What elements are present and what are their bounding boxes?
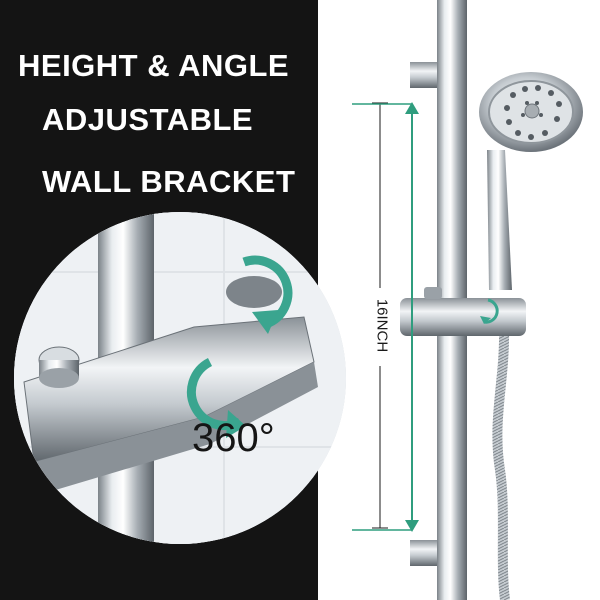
rotate-arrow-icon — [483, 298, 499, 324]
bracket-knob — [424, 287, 442, 299]
headline-line-2: ADJUSTABLE — [42, 102, 254, 137]
rotate-arrow-icon — [252, 310, 278, 334]
rotate-arrow-icon — [242, 255, 293, 329]
shower-head — [479, 72, 583, 152]
double-arrow-icon — [352, 102, 419, 532]
headline-line-1: HEIGHT & ANGLE — [18, 48, 290, 83]
shower-handle — [487, 150, 512, 290]
headline-line-3: WALL BRACKET — [42, 164, 296, 199]
rotate-arrow-icon — [226, 410, 246, 438]
bracket-closeup — [14, 212, 346, 544]
rotate-arrow-icon — [480, 316, 491, 324]
bracket-detail-zoom: 360° — [14, 212, 346, 544]
shower-hose — [492, 329, 510, 600]
rotate-arrow-icon — [186, 357, 243, 431]
dimension-label: 16INCH — [374, 295, 391, 356]
rotation-label: 360° — [192, 416, 275, 460]
slider-bracket — [400, 298, 526, 336]
